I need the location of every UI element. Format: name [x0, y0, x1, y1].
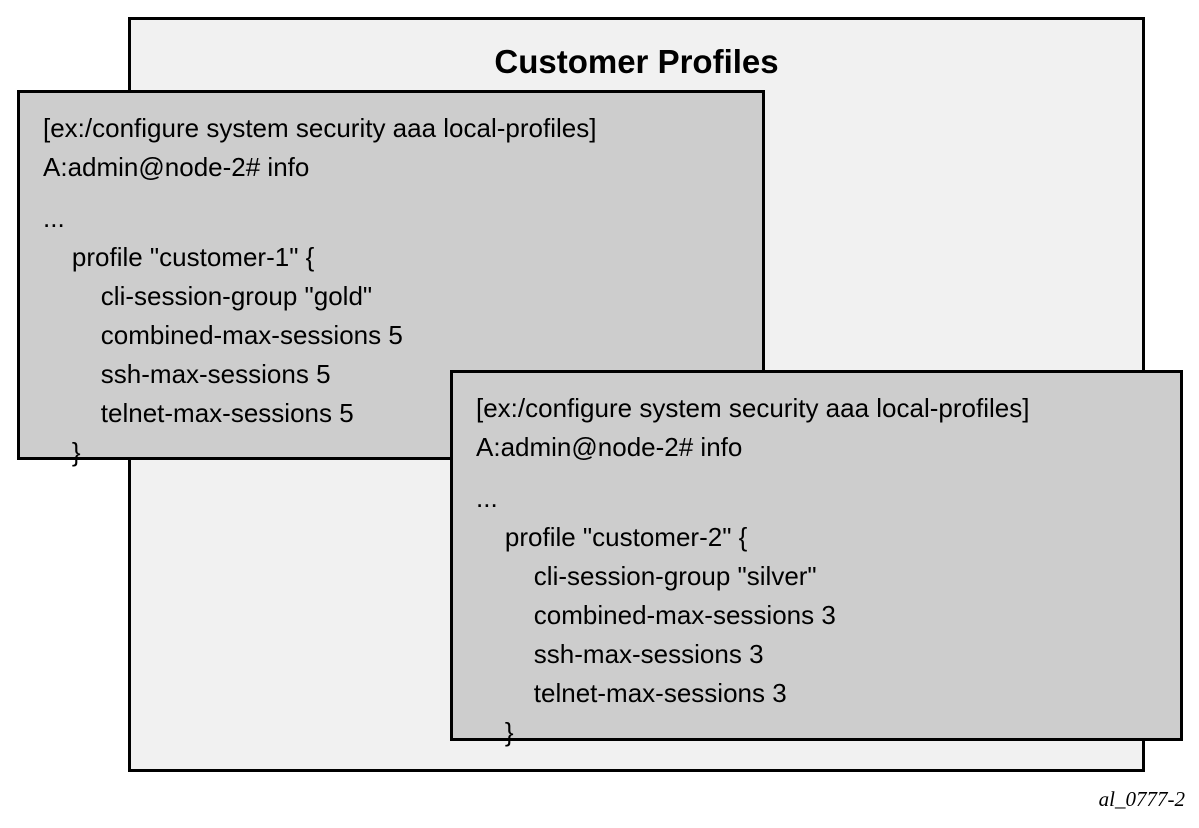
cli-line-ssh-max-sessions: ssh-max-sessions 5: [43, 359, 331, 389]
cli-ellipsis: ...: [43, 203, 65, 233]
cli-line-telnet-max-sessions: telnet-max-sessions 3: [476, 678, 787, 708]
cli-spacer: [20, 187, 762, 199]
cli-spacer: [453, 467, 1180, 479]
cli-output-box-customer-2: [ex:/configure system security aaa local…: [450, 370, 1183, 747]
figure-caption: al_0777-2: [1098, 787, 1185, 811]
cli-line-profile-open: profile "customer-2" {: [476, 522, 748, 552]
cli-line-cli-session-group: cli-session-group "silver": [476, 561, 817, 591]
cli-prompt-path: [ex:/configure system security aaa local…: [43, 113, 597, 143]
cli-line-ssh-max-sessions: ssh-max-sessions 3: [476, 639, 764, 669]
cli-line-profile-open: profile "customer-1" {: [43, 242, 315, 272]
cli-prompt-command: A:admin@node-2# info: [43, 152, 310, 182]
page-title: Customer Profiles: [494, 43, 779, 80]
cli-line-profile-close: }: [476, 717, 514, 747]
cli-ellipsis: ...: [476, 483, 498, 513]
cli-line-combined-max-sessions: combined-max-sessions 5: [43, 320, 403, 350]
cli-line-cli-session-group: cli-session-group "gold": [43, 281, 373, 311]
cli-line-profile-close: }: [43, 437, 81, 467]
cli-prompt-path: [ex:/configure system security aaa local…: [476, 393, 1030, 423]
cli-line-combined-max-sessions: combined-max-sessions 3: [476, 600, 836, 630]
cli-prompt-command: A:admin@node-2# info: [476, 432, 743, 462]
cli-line-telnet-max-sessions: telnet-max-sessions 5: [43, 398, 354, 428]
